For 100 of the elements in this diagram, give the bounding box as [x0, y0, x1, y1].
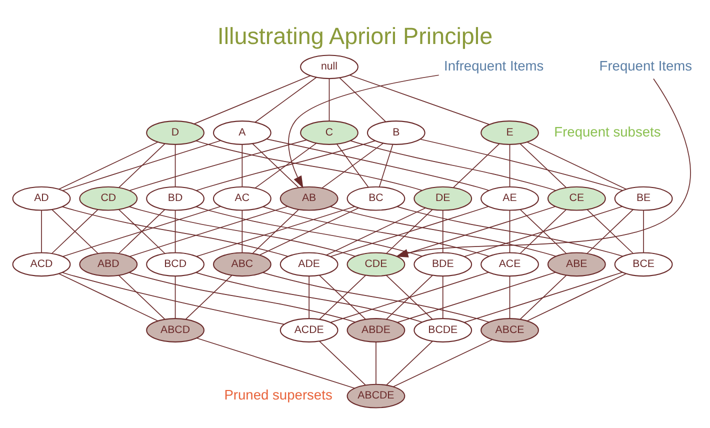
node-ellipse: E [480, 120, 539, 144]
node-ellipse: ABDE [346, 318, 406, 342]
node-ellipse: CE [547, 186, 606, 210]
connector [196, 206, 356, 256]
node-ellipse: ACDE [280, 318, 338, 342]
node-ellipse: AB [280, 186, 338, 210]
connector [242, 144, 243, 187]
connector [58, 272, 158, 321]
node-ellipse: ACD [12, 252, 71, 276]
connector [129, 206, 288, 256]
connector [330, 206, 489, 256]
connector [41, 210, 42, 253]
connector [259, 207, 359, 255]
connector [174, 275, 176, 318]
connector [185, 274, 232, 319]
node-ellipse: BCDE [414, 318, 472, 342]
connector [336, 143, 369, 188]
connector [322, 142, 384, 188]
node-ellipse: ABC [212, 252, 272, 276]
label: Pruned supersets [224, 387, 332, 402]
connector [453, 142, 500, 188]
connector [330, 271, 489, 322]
connector [396, 206, 624, 256]
node-ellipse: C [300, 120, 358, 144]
connector [254, 142, 317, 188]
connector [397, 271, 556, 322]
node-ellipse: ABD [79, 252, 138, 276]
connector [196, 140, 422, 190]
node-ellipse: ADE [280, 252, 338, 276]
connector [350, 140, 556, 190]
connector [174, 210, 176, 253]
node-ellipse: B [366, 120, 426, 144]
node-ellipse: DE [414, 186, 472, 210]
connector [196, 337, 356, 388]
node-ellipse: null [300, 54, 358, 79]
connector [58, 141, 158, 190]
connector [339, 77, 386, 122]
connector [262, 272, 490, 322]
connector [194, 74, 311, 124]
node-ellipse: ABE [547, 252, 606, 276]
node-ellipse: BD [146, 186, 204, 210]
connector [118, 274, 166, 319]
node-ellipse: ABCD [146, 318, 204, 342]
connector [242, 210, 243, 253]
connector [252, 208, 300, 254]
node-ellipse: ACE [480, 252, 539, 276]
connector [118, 142, 166, 188]
connector [252, 142, 299, 188]
connector [643, 210, 644, 253]
connector [196, 140, 376, 190]
connector [319, 274, 366, 319]
connector [262, 206, 490, 256]
connector [509, 144, 510, 187]
connector [52, 208, 98, 254]
connector [393, 338, 493, 387]
node-ellipse: BCD [146, 252, 204, 276]
node-ellipse: AD [12, 186, 71, 210]
node-ellipse: AE [480, 186, 539, 210]
connector [128, 272, 356, 322]
diagram-title: Illustrating Apriori Principle [217, 22, 493, 49]
connector [526, 272, 626, 321]
node-text: Frequent Items [599, 58, 692, 74]
connector [128, 206, 356, 256]
connector [464, 206, 623, 256]
connector [386, 340, 433, 385]
connector [266, 138, 490, 190]
node-ellipse: BCE [614, 252, 673, 276]
node-ellipse: D [146, 120, 204, 144]
connector [520, 274, 567, 319]
node-ellipse: AC [212, 186, 272, 210]
connector [442, 210, 444, 253]
node-ellipse: CD [79, 186, 138, 210]
connector [386, 208, 433, 254]
node-ellipse: ABCDE [346, 383, 406, 408]
connector [330, 206, 556, 256]
connector [509, 275, 510, 318]
node-ellipse: A [212, 120, 272, 144]
connector [62, 206, 221, 256]
connector [349, 74, 490, 124]
arrow [396, 78, 691, 257]
connector [520, 142, 566, 188]
connector [308, 275, 310, 318]
node-ellipse: BDE [414, 252, 472, 276]
connector [319, 340, 366, 385]
connector [62, 206, 288, 256]
node-text: Infrequent Items [444, 58, 544, 74]
connector [196, 272, 422, 322]
node-ellipse: BE [614, 186, 673, 210]
connector [442, 275, 444, 318]
node-ellipse: BC [346, 186, 406, 210]
label: Frequent subsets [554, 124, 661, 139]
arrow [288, 74, 440, 188]
connector [509, 210, 510, 253]
connector [129, 138, 308, 190]
connector [174, 144, 176, 187]
connector [328, 78, 330, 121]
connector [62, 140, 221, 191]
connector [386, 274, 433, 319]
connector [420, 138, 623, 190]
connector [526, 141, 626, 190]
